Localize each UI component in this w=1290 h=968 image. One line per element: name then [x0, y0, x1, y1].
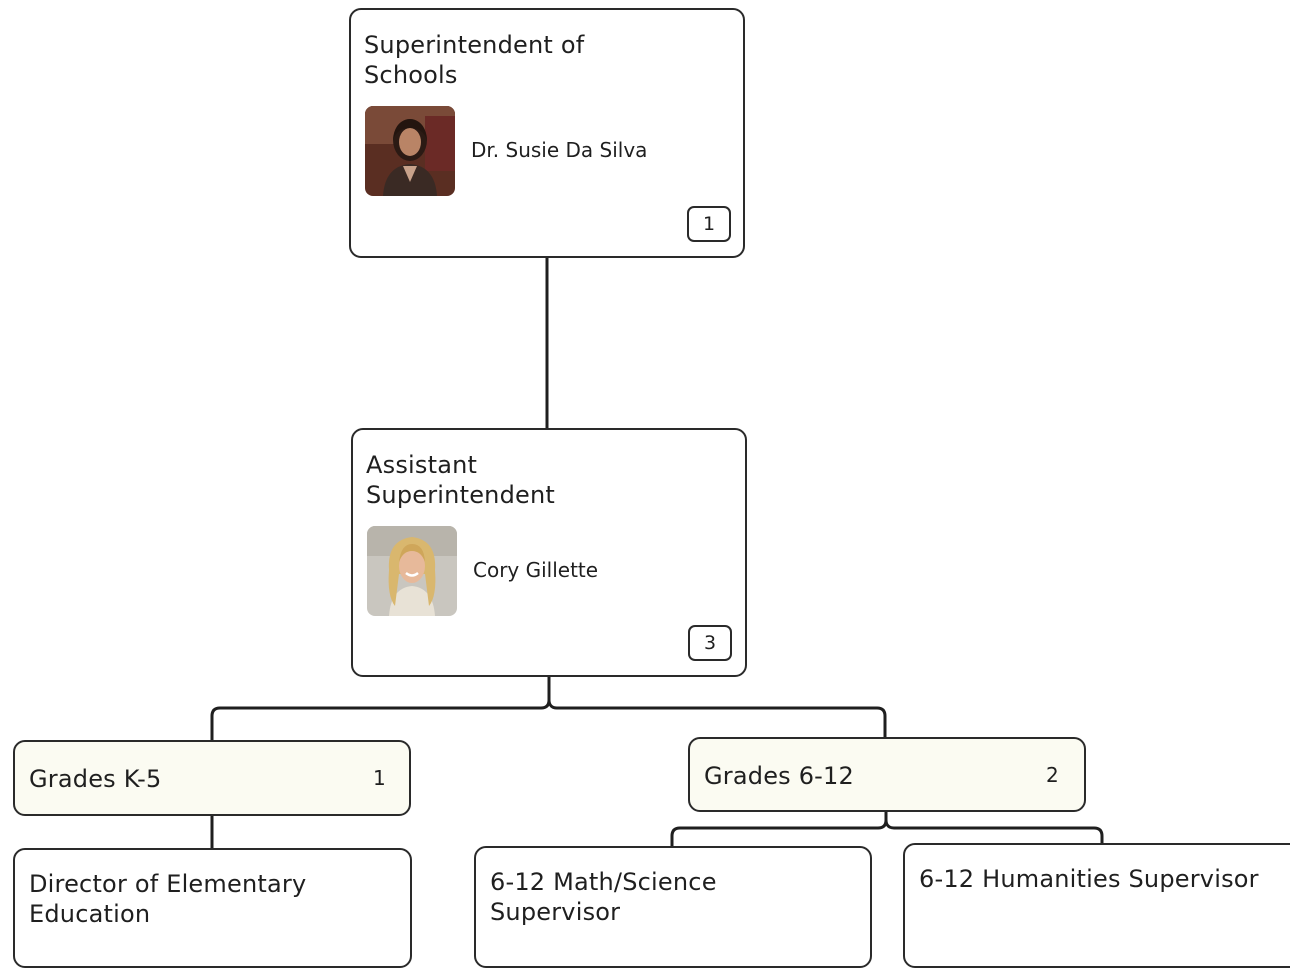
group-count: 1	[373, 766, 386, 790]
assistant-superintendent-card[interactable]: Assistant Superintendent Cory Gillette 3	[351, 428, 747, 677]
math-science-supervisor-card[interactable]: 6-12 Math/Science Supervisor	[474, 846, 872, 968]
direct-reports-badge[interactable]: 1	[687, 206, 731, 242]
position-title: 6-12 Humanities Supervisor	[919, 865, 1259, 893]
superintendent-card[interactable]: Superintendent of Schools Dr. Susie Da S…	[349, 8, 745, 258]
position-title: Superintendent of Schools	[364, 31, 585, 89]
connector-612-to-supervisors	[670, 810, 1104, 848]
group-title: Grades K-5	[29, 765, 162, 793]
humanities-supervisor-card[interactable]: 6-12 Humanities Supervisor	[903, 843, 1290, 968]
connector-assistant-to-grades	[210, 675, 887, 742]
person-name: Cory Gillette	[473, 558, 599, 582]
group-count: 2	[1046, 763, 1059, 787]
director-elementary-card[interactable]: Director of Elementary Education	[13, 848, 412, 968]
position-title: Assistant Superintendent	[366, 451, 555, 509]
grades-612-group[interactable]: Grades 6-12 2	[688, 737, 1086, 812]
person-name: Dr. Susie Da Silva	[471, 138, 648, 162]
avatar	[367, 526, 457, 616]
grades-k5-group[interactable]: Grades K-5 1	[13, 740, 411, 816]
direct-reports-badge[interactable]: 3	[688, 625, 732, 661]
position-title: Director of Elementary Education	[29, 870, 307, 928]
position-title: 6-12 Math/Science Supervisor	[490, 868, 717, 926]
avatar	[365, 106, 455, 196]
group-title: Grades 6-12	[704, 762, 854, 790]
